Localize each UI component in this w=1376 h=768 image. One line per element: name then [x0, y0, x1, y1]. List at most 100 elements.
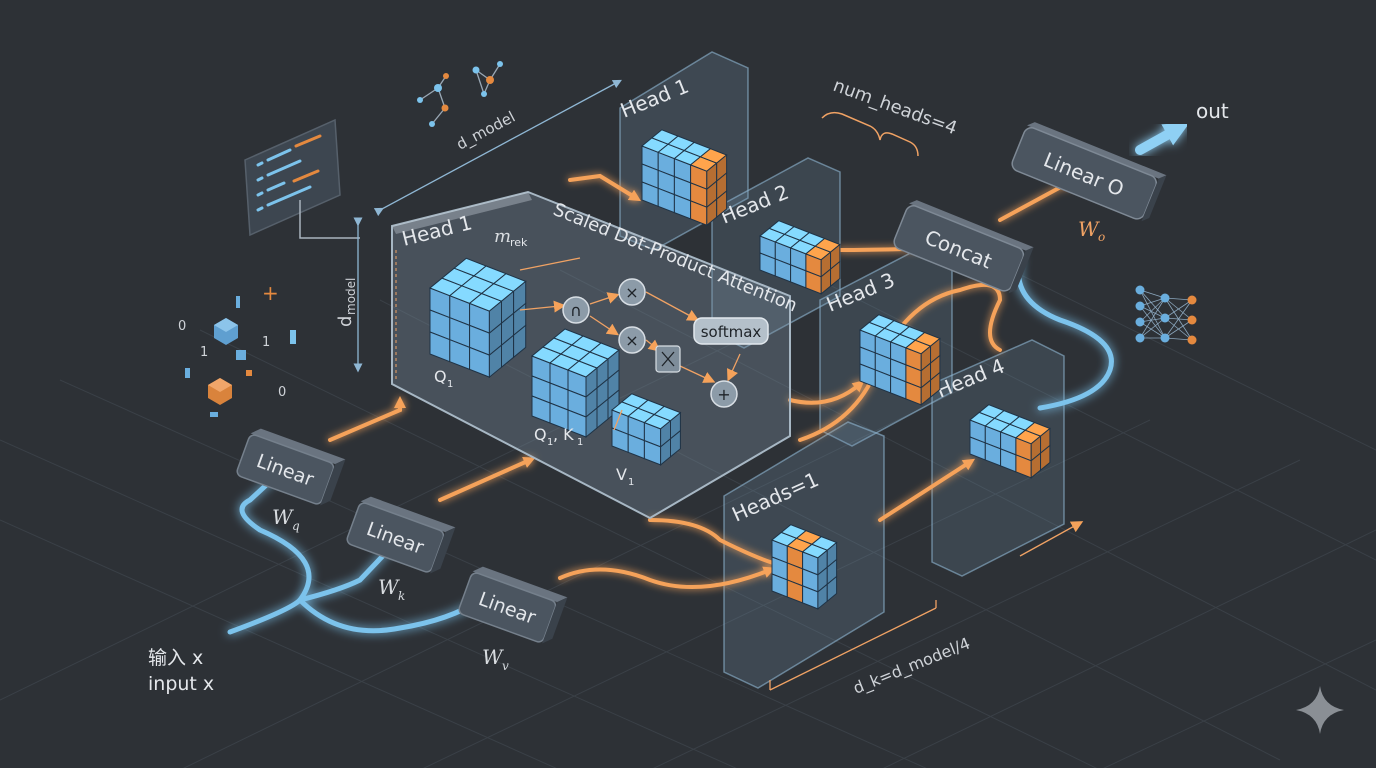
linear-v-box: Linear — [458, 566, 568, 644]
sparkle-icon — [1296, 686, 1344, 734]
svg-text:Q: Q — [534, 425, 547, 444]
v1-label: V 1 — [616, 465, 634, 488]
q1-label: Q 1 — [434, 367, 453, 390]
nn-node — [1187, 295, 1197, 305]
cube-cell — [930, 371, 941, 399]
cube-cell — [830, 260, 841, 288]
svg-text:rek: rek — [510, 236, 528, 249]
neural-network-icon — [1135, 285, 1197, 345]
head-4-cube — [969, 404, 1051, 479]
svg-text:softmax: softmax — [701, 323, 762, 341]
decor-plus: + — [262, 281, 279, 305]
svg-text:v: v — [502, 659, 509, 673]
nn-edge — [1139, 289, 1166, 339]
attention-internal-arrows — [519, 257, 741, 431]
nn-node — [1160, 333, 1170, 343]
svg-text:1: 1 — [447, 379, 453, 390]
nn-node — [1135, 333, 1145, 343]
linear-k-box: Linear — [346, 496, 456, 574]
decor-zero-b: 0 — [278, 385, 286, 400]
svg-text:W: W — [1078, 217, 1100, 241]
d-model-top-dimension — [373, 79, 622, 217]
op-add-node: + — [710, 380, 738, 408]
nn-edge — [1139, 297, 1166, 323]
heads-split-cube — [771, 524, 838, 610]
input-label-zh: 输入 x — [148, 647, 203, 669]
decor-one-a: 1 — [200, 345, 208, 360]
svg-text:o: o — [1098, 230, 1105, 244]
nn-edge — [1164, 299, 1193, 319]
v1-cube — [611, 393, 682, 466]
d-model-left-subscript: model — [344, 278, 358, 315]
d-model-top-label: d_model — [453, 108, 518, 155]
num-heads-brace — [821, 111, 919, 157]
svg-text:, K: , K — [553, 425, 574, 444]
blue-output-flow — [1015, 255, 1114, 411]
svg-text:W: W — [272, 505, 294, 529]
nn-node — [1160, 293, 1170, 303]
cube-cell — [1040, 444, 1051, 472]
nn-node — [1135, 301, 1145, 311]
mask-box — [655, 345, 681, 373]
op-intersect-node: ∩ — [562, 296, 590, 324]
scattered-cubes — [185, 296, 296, 417]
softmax-box: softmax — [693, 317, 769, 345]
cube-cell — [670, 429, 681, 458]
nn-edge — [1139, 317, 1166, 339]
nn-edge — [1164, 337, 1193, 341]
nn-edge — [1164, 299, 1193, 339]
op-multiply-node-1: × — [618, 278, 646, 306]
input-label-en: input x — [148, 673, 214, 695]
nn-node — [1135, 285, 1145, 295]
nn-edge — [1139, 305, 1166, 319]
head-1-cube — [641, 129, 728, 227]
cube-cell — [716, 189, 728, 219]
output-label: out — [1196, 99, 1229, 123]
q1-cube — [429, 257, 527, 379]
svg-text:q: q — [292, 519, 300, 533]
head-2-cube — [759, 220, 841, 295]
op-multiply-node-2: × — [618, 326, 646, 354]
k1-cube — [531, 328, 620, 439]
weight-v-label: W v — [482, 645, 509, 673]
weight-o-label: W o — [1078, 217, 1105, 244]
svg-text:1: 1 — [628, 477, 634, 488]
svg-text:+: + — [717, 385, 730, 404]
num-heads-label: num_heads=4 — [830, 75, 960, 139]
output-arrow — [1135, 122, 1190, 155]
d-model-left-label: d — [335, 316, 356, 327]
head-3-cube — [859, 314, 941, 406]
linear-q-box: Linear — [236, 428, 346, 506]
nn-node — [1160, 313, 1170, 323]
nn-edge — [1139, 289, 1166, 319]
nn-edge — [1139, 305, 1166, 339]
qk-label: Q 1 , K 1 — [534, 425, 583, 448]
weight-q-label: W q — [272, 505, 300, 533]
nn-edge — [1139, 297, 1166, 339]
d-k-dimension — [769, 521, 1084, 691]
decor-one-b: 1 — [262, 335, 270, 350]
nn-edge — [1164, 297, 1193, 301]
svg-text:V: V — [616, 465, 627, 484]
concat-box: Concat — [893, 200, 1034, 294]
svg-text:1: 1 — [577, 437, 583, 448]
svg-text:W: W — [482, 645, 504, 669]
code-panel-icon — [244, 118, 360, 239]
nn-node — [1187, 315, 1197, 325]
nn-edge — [1164, 319, 1193, 339]
svg-text:m: m — [494, 226, 511, 247]
nn-node — [1135, 317, 1145, 327]
svg-text:×: × — [625, 283, 638, 302]
cube-cell — [826, 575, 838, 603]
svg-text:W: W — [378, 575, 400, 599]
mask-label: m rek — [494, 226, 528, 249]
svg-text:k: k — [398, 589, 405, 603]
nn-edge — [1139, 321, 1166, 339]
svg-text:∩: ∩ — [570, 301, 582, 320]
linear-o-box: Linear O — [1011, 122, 1167, 222]
svg-text:Q: Q — [434, 367, 447, 386]
svg-text:1: 1 — [547, 437, 553, 448]
nn-node — [1187, 335, 1197, 345]
